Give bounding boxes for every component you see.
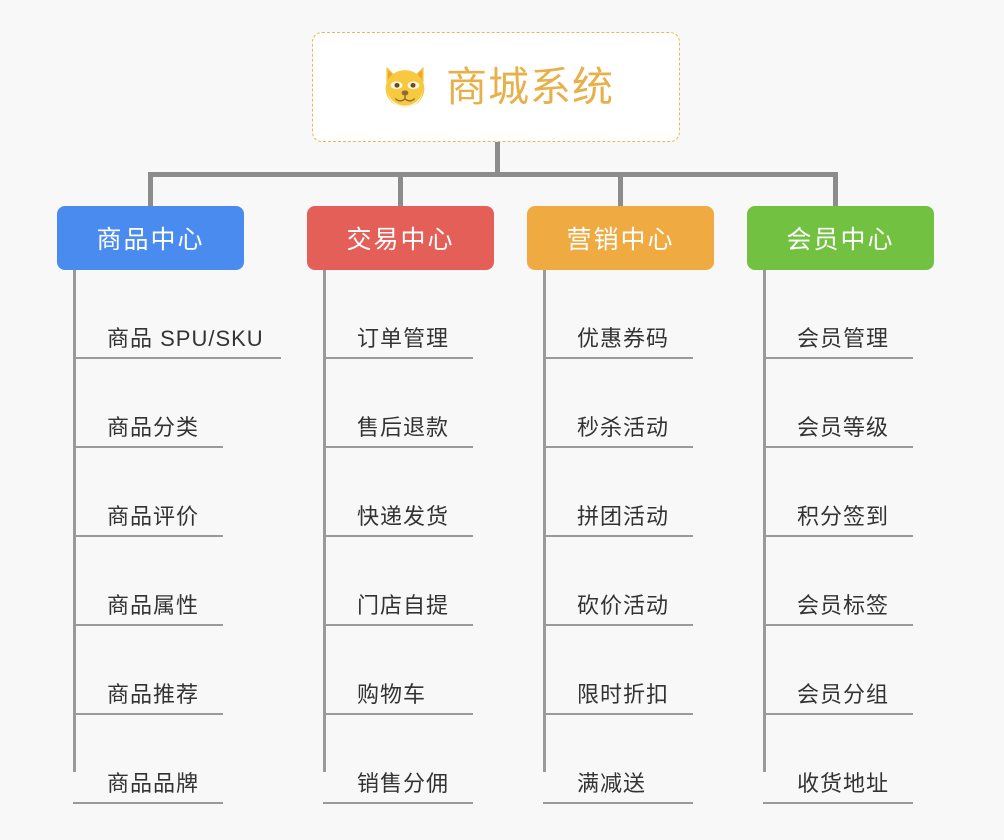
category-column-member: 会员中心 会员管理 会员等级 积分签到 会员标签 会员分组 收货地址 <box>747 206 967 804</box>
leaf-label: 商品分类 <box>107 415 200 440</box>
category-label: 营销中心 <box>566 226 675 254</box>
leaf-label: 会员分组 <box>797 682 890 707</box>
category-label: 会员中心 <box>786 226 895 254</box>
leaf-label: 拼团活动 <box>577 504 670 529</box>
category-header-marketing[interactable]: 营销中心 <box>527 206 714 270</box>
leaf-item[interactable]: 会员标签 <box>763 537 967 626</box>
leaf-label: 会员等级 <box>797 415 890 440</box>
category-label: 交易中心 <box>346 226 455 254</box>
leaf-item[interactable]: 快递发货 <box>323 448 527 537</box>
leaf-label: 会员标签 <box>797 593 890 618</box>
category-label: 商品中心 <box>96 226 205 254</box>
leaf-item[interactable]: 会员管理 <box>763 270 967 359</box>
branch-spine-member: 会员管理 会员等级 积分签到 会员标签 会员分组 收货地址 <box>763 270 967 804</box>
leaf-label: 快递发货 <box>357 504 450 529</box>
branch-spine-trade: 订单管理 售后退款 快递发货 门店自提 购物车 销售分佣 <box>323 270 527 804</box>
leaf-label: 积分签到 <box>797 504 890 529</box>
leaf-label: 会员管理 <box>797 326 890 351</box>
connector-horizontal-bus <box>148 172 838 177</box>
category-column-trade: 交易中心 订单管理 售后退款 快递发货 门店自提 购物车 销售分佣 <box>307 206 527 804</box>
leaf-label: 商品属性 <box>107 593 200 618</box>
leaf-item[interactable]: 满减送 <box>543 715 747 804</box>
leaf-item[interactable]: 限时折扣 <box>543 626 747 715</box>
leaf-item[interactable]: 商品品牌 <box>73 715 307 804</box>
leaf-item[interactable]: 会员等级 <box>763 359 967 448</box>
leaf-item[interactable]: 购物车 <box>323 626 527 715</box>
category-column-product: 商品中心 商品 SPU/SKU 商品分类 商品评价 商品属性 商品推荐 商品品牌 <box>57 206 307 804</box>
leaf-label: 售后退款 <box>357 415 450 440</box>
leaf-label: 限时折扣 <box>577 682 670 707</box>
leaf-item[interactable]: 商品属性 <box>73 537 307 626</box>
category-column-marketing: 营销中心 优惠券码 秒杀活动 拼团活动 砍价活动 限时折扣 满减送 <box>527 206 747 804</box>
connector-drop-3 <box>618 172 623 206</box>
leaf-item[interactable]: 优惠券码 <box>543 270 747 359</box>
root-title: 商城系统 <box>446 63 614 110</box>
leaf-label: 订单管理 <box>357 326 450 351</box>
connector-drop-1 <box>148 172 153 206</box>
leaf-item[interactable]: 商品评价 <box>73 448 307 537</box>
leaf-item[interactable]: 商品推荐 <box>73 626 307 715</box>
leaf-item[interactable]: 拼团活动 <box>543 448 747 537</box>
connector-root-stem <box>495 142 500 176</box>
category-header-trade[interactable]: 交易中心 <box>307 206 494 270</box>
leaf-item[interactable]: 会员分组 <box>763 626 967 715</box>
leaf-label: 销售分佣 <box>357 771 450 796</box>
leaf-label: 秒杀活动 <box>577 415 670 440</box>
connector-drop-4 <box>833 172 838 206</box>
connector-drop-2 <box>398 172 403 206</box>
leaf-label: 砍价活动 <box>577 593 670 618</box>
leaf-item[interactable]: 砍价活动 <box>543 537 747 626</box>
branch-spine-product: 商品 SPU/SKU 商品分类 商品评价 商品属性 商品推荐 商品品牌 <box>73 270 307 804</box>
root-node[interactable]: 商城系统 <box>312 32 680 142</box>
leaf-label: 购物车 <box>357 682 427 707</box>
leaf-item[interactable]: 门店自提 <box>323 537 527 626</box>
leaf-label: 商品评价 <box>107 504 200 529</box>
leaf-label: 商品推荐 <box>107 682 200 707</box>
leaf-item[interactable]: 商品 SPU/SKU <box>73 270 307 359</box>
category-header-product[interactable]: 商品中心 <box>57 206 244 270</box>
category-header-member[interactable]: 会员中心 <box>747 206 934 270</box>
leaf-label: 收货地址 <box>797 771 890 796</box>
leaf-item[interactable]: 商品分类 <box>73 359 307 448</box>
leaf-item[interactable]: 积分签到 <box>763 448 967 537</box>
leaf-item[interactable]: 秒杀活动 <box>543 359 747 448</box>
leaf-label: 满减送 <box>577 771 647 796</box>
leaf-item[interactable]: 售后退款 <box>323 359 527 448</box>
branch-spine-marketing: 优惠券码 秒杀活动 拼团活动 砍价活动 限时折扣 满减送 <box>543 270 747 804</box>
leaf-item[interactable]: 收货地址 <box>763 715 967 804</box>
leaf-label: 门店自提 <box>357 593 450 618</box>
leaf-label: 优惠券码 <box>577 326 670 351</box>
leaf-item[interactable]: 销售分佣 <box>323 715 527 804</box>
shiba-dog-icon <box>378 60 432 114</box>
leaf-label: 商品品牌 <box>107 771 200 796</box>
leaf-label: 商品 SPU/SKU <box>107 326 264 351</box>
leaf-item[interactable]: 订单管理 <box>323 270 527 359</box>
